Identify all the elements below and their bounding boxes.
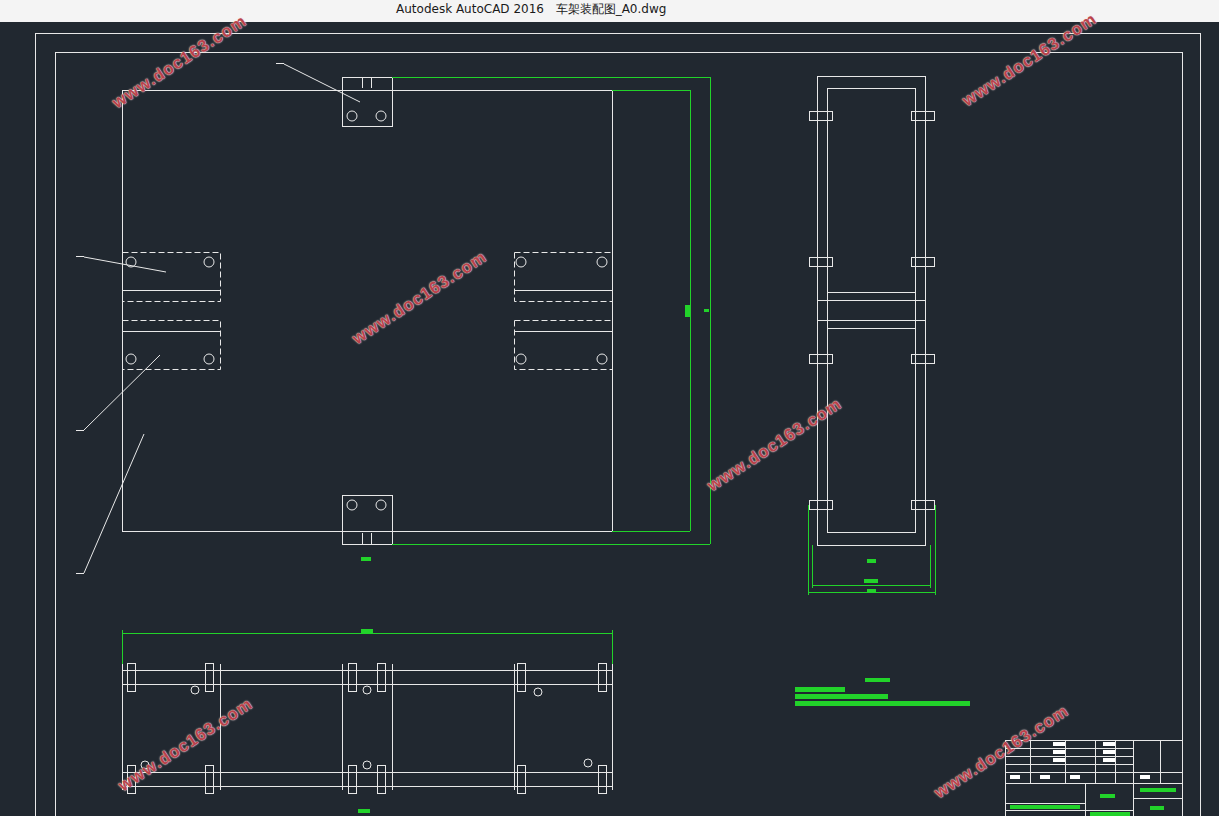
watermark: www.doc163.com <box>109 12 250 113</box>
title-bar <box>0 0 1219 22</box>
title-text: Autodesk AutoCAD 2016 <box>396 3 544 16</box>
watermark: www.doc163.com <box>931 702 1072 803</box>
dimensions <box>122 77 936 668</box>
watermark: www.doc163.com <box>115 695 256 796</box>
file-name: 车架装配图_A0.dwg <box>556 3 667 16</box>
title-block <box>1005 740 1183 816</box>
frame <box>36 34 1201 816</box>
title-block-marks <box>1010 742 1150 779</box>
side-view <box>810 77 935 546</box>
dimension-values <box>358 305 970 813</box>
top-view <box>76 64 613 574</box>
title-block-fields <box>1010 788 1176 816</box>
watermark: www.doc163.com <box>959 10 1100 111</box>
watermark: www.doc163.com <box>704 395 845 496</box>
watermark: www.doc163.com <box>349 248 490 349</box>
